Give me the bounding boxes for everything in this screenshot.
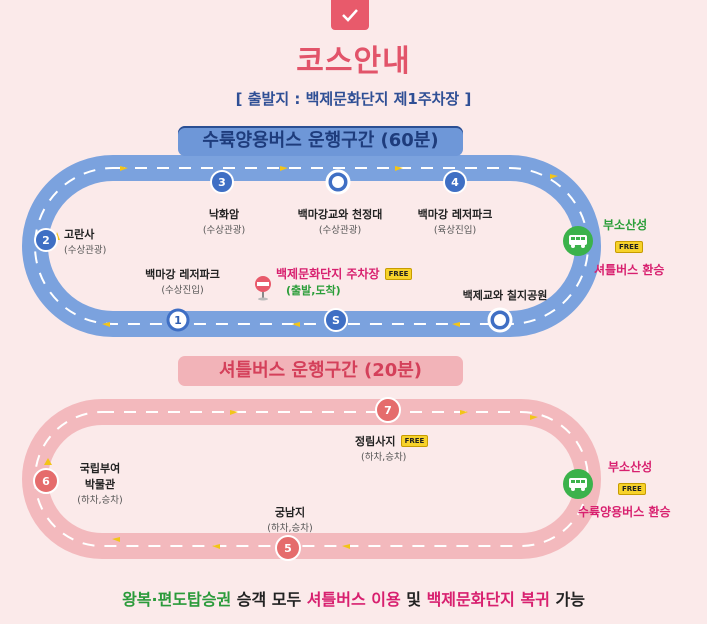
svg-text:4: 4 <box>451 176 459 189</box>
bus-transfer-icon-2 <box>563 469 593 499</box>
stop-marker-7: 7 <box>375 397 401 423</box>
svg-text:7: 7 <box>384 404 392 417</box>
stop-marker-5: 5 <box>275 535 301 561</box>
stop-bridge-label: 백마강교와 천정대 (수상관광) <box>297 208 383 236</box>
water-route-dashes <box>34 167 589 325</box>
page-subtitle: [ 출발지 : 백제문화단지 제1주차장 ] <box>235 90 472 108</box>
stop-3-label: 낙화암 (수상관광) <box>202 208 246 236</box>
svg-text:6: 6 <box>42 475 50 488</box>
footer-note: 왕복·편도탑승권 승객 모두 셔틀버스 이용 및 백제문화단지 복귀 가능 <box>122 590 585 609</box>
transfer-shuttle: 부소산성 FREE <box>608 460 653 495</box>
stop-7-label: 정림사지 FREE (하차,승차) <box>355 430 429 463</box>
stop-marker-park <box>487 307 513 333</box>
stop-park-label: 백제교와 칠지공원 <box>462 289 548 302</box>
stop-marker-3: 3 <box>210 170 234 194</box>
bus-icon <box>569 478 587 491</box>
stop-6-label: 국립부여 박물관 (하차,승차) <box>77 462 123 506</box>
svg-text:1: 1 <box>174 314 182 327</box>
bus-icon <box>569 235 587 248</box>
direction-arrows <box>44 166 558 549</box>
stop-marker-2: 2 <box>34 228 58 252</box>
stop-2-label: 고란사 (수상관광) <box>64 228 107 256</box>
stop-marker-1: 1 <box>166 308 190 332</box>
stop-marker-s: S <box>324 308 348 332</box>
stop-1-label: 백마강 레저파크 (수상진입) <box>145 268 220 296</box>
check-icon <box>342 9 358 22</box>
stop-marker-4: 4 <box>443 170 467 194</box>
stop-4-label: 백마강 레저파크 (육상진입) <box>417 208 493 236</box>
transfer-shuttle-note: 수륙양용버스 환승 <box>578 505 671 519</box>
stop-s-label: 백제문화단지 주차장 FREE (출발,도착) <box>276 263 413 298</box>
water-route-label: 수륙양용버스 운행구간 (60분) <box>178 126 463 156</box>
shuttle-route-label: 셔틀버스 운행구간 (20분) <box>178 356 463 386</box>
stop-marker-bridge <box>325 169 351 195</box>
check-badge <box>331 0 369 30</box>
svg-text:S: S <box>332 314 340 327</box>
page-title: 코스안내 <box>296 44 411 79</box>
transfer-water: 부소산성 FREE <box>603 218 648 253</box>
svg-text:2: 2 <box>42 234 50 247</box>
free-badge: FREE <box>384 267 413 280</box>
svg-text:5: 5 <box>284 542 292 555</box>
parking-pin-icon <box>255 276 271 301</box>
bus-transfer-icon <box>563 226 593 256</box>
stop-5-label: 궁남지 (하차,승차) <box>267 506 313 534</box>
transfer-water-note: 셔틀버스 환승 <box>594 263 665 277</box>
stop-marker-6: 6 <box>33 468 59 494</box>
svg-text:3: 3 <box>218 176 226 189</box>
